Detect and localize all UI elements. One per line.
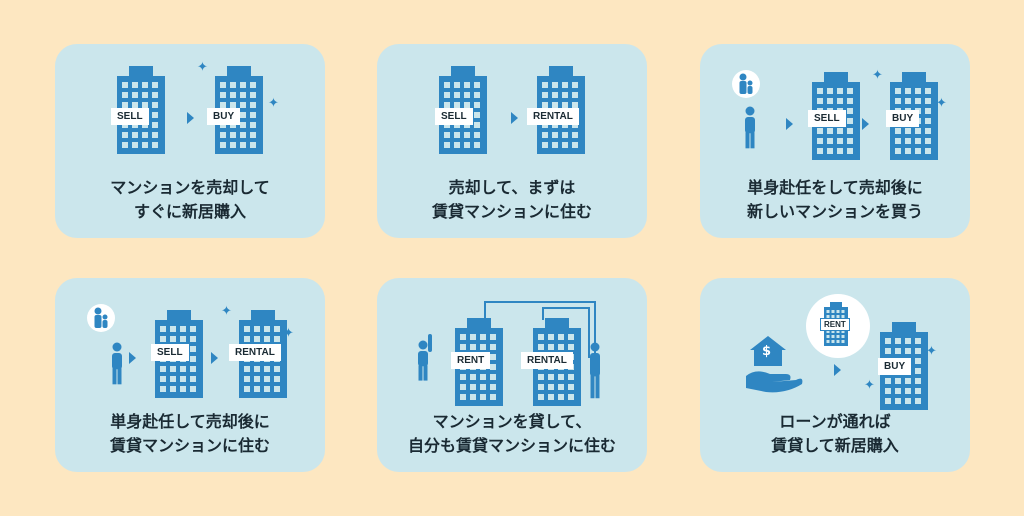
family-icon (732, 70, 760, 98)
card-caption: 単身赴任をして売却後に 新しいマンションを買う (746, 178, 923, 221)
card-transfer-sell-rental: SELL RENTAL ✦ ✦ 単身赴任して売却後に 賃貸マンションに住む (55, 278, 325, 472)
card-caption: 単身赴任して売却後に 賃貸マンションに住む (109, 412, 270, 455)
tag-label: SELL (151, 344, 189, 361)
card-loan-rent-buy: $ RENT BUY ✦ ✦ ローンが通れば 賃貸して新居購入 (700, 278, 970, 472)
tag-label: RENT (820, 318, 850, 331)
tag-label: RENTAL (527, 108, 579, 125)
rent-building-badge: RENT (806, 294, 870, 358)
tag-label: RENT (451, 352, 491, 369)
businessman-icon (585, 342, 605, 399)
tag-label: SELL (435, 108, 473, 125)
tag-label: BUY (886, 110, 920, 127)
family-icon (87, 304, 115, 332)
tag-label: BUY (207, 108, 241, 125)
tag-label: BUY (878, 358, 912, 375)
card-caption: ローンが通れば 賃貸して新居購入 (771, 412, 899, 455)
arrow-icon (511, 112, 518, 124)
waving-person-icon (413, 334, 433, 381)
arrow-icon (862, 118, 869, 130)
person-icon (740, 106, 760, 149)
person-shape (418, 334, 432, 381)
card-rent-rental: RENT RENTAL マンションを貸して、 自分も賃貸マンションに住む (377, 278, 647, 472)
family-shape (94, 307, 108, 328)
arrow-icon (834, 364, 841, 376)
sparkle-icon: ✦ (197, 60, 208, 75)
sparkle-icon: ✦ (926, 344, 937, 359)
tag-label: SELL (111, 108, 149, 125)
sparkle-icon: ✦ (283, 326, 294, 341)
family-shape (739, 73, 753, 94)
card-caption: 売却して、まずは 賃貸マンションに住む (431, 178, 592, 221)
arrow-icon (211, 352, 218, 364)
card-transfer-sell-buy: SELL BUY ✦ ✦ 単身赴任をして売却後に 新しいマンションを買う (700, 44, 970, 238)
tag-label: RENTAL (229, 344, 281, 361)
tag-label: SELL (808, 110, 846, 127)
sparkle-icon: ✦ (221, 304, 232, 319)
tag-label: RENTAL (521, 352, 573, 369)
card-caption: マンションを貸して、 自分も賃貸マンションに住む (407, 412, 616, 455)
card-sell-rental: SELL RENTAL 売却して、まずは 賃貸マンションに住む (377, 44, 647, 238)
connector-lines (484, 301, 596, 358)
arrow-icon (129, 352, 136, 364)
money-label: $ (762, 344, 772, 359)
person-shape (745, 106, 755, 149)
arrow-icon (786, 118, 793, 130)
person-shape (590, 342, 600, 399)
sparkle-icon: ✦ (864, 378, 875, 393)
sparkle-icon: ✦ (872, 68, 883, 83)
sparkle-icon: ✦ (936, 96, 947, 111)
card-caption: マンションを売却して すぐに新居購入 (110, 178, 270, 221)
person-icon (107, 342, 127, 385)
person-shape (112, 342, 122, 385)
arrow-icon (187, 112, 194, 124)
card-sell-buy: SELL BUY ✦ ✦ マンションを売却して すぐに新居購入 (55, 44, 325, 238)
sparkle-icon: ✦ (268, 96, 279, 111)
money-hand-shape (746, 336, 803, 393)
